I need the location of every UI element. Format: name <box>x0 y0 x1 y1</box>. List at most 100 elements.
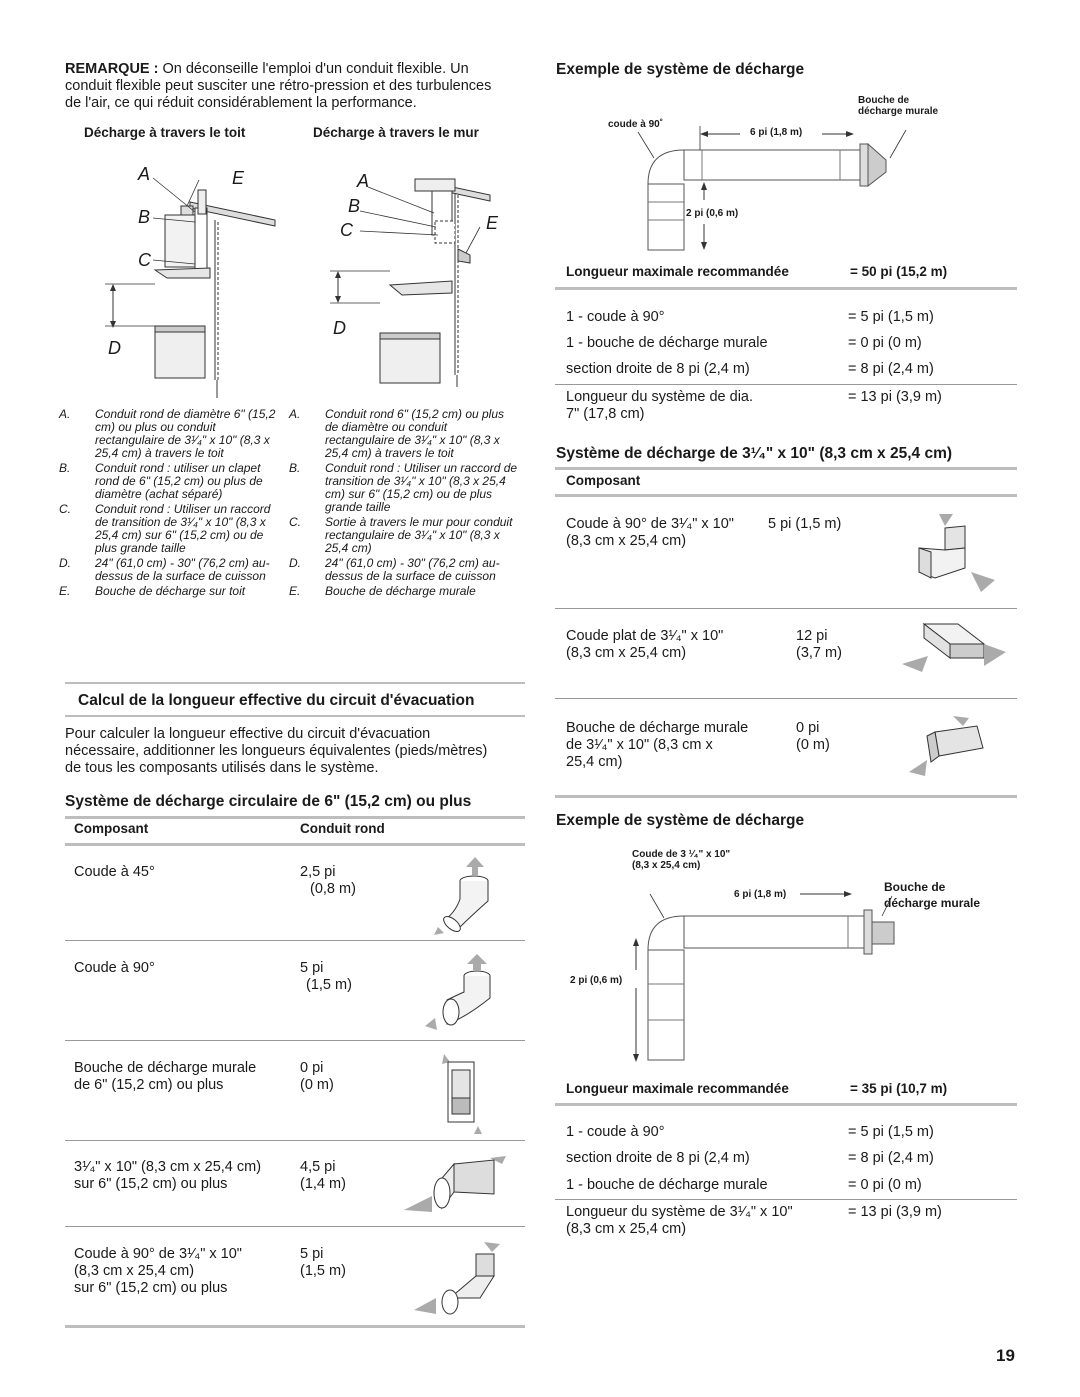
legend-roof-item: E.Bouche de décharge sur toit <box>59 584 246 598</box>
divider <box>555 384 1017 385</box>
ex2-total-value: = 13 pi (3,9 m) <box>848 1204 942 1220</box>
circ-col-conduit: Conduit rond <box>300 821 385 836</box>
circ-row-length: 4,5 pi(1,4 m) <box>300 1159 346 1192</box>
flat-elbow-rect-icon <box>902 622 1006 672</box>
divider <box>65 1040 525 1041</box>
divider <box>555 287 1017 290</box>
legend-roof-item: D.24" (61,0 cm) - 30" (76,2 cm) au-dessu… <box>59 556 270 583</box>
wall-label-b: B <box>348 196 361 216</box>
ex1-total-value: = 13 pi (3,9 m) <box>848 389 942 405</box>
roof-label-b: B <box>138 207 151 227</box>
remark-paragraph: REMARQUE : On déconseille l'emploi d'un … <box>65 61 525 112</box>
legend-wall-item: E.Bouche de décharge murale <box>289 584 476 598</box>
ex2-row-value: = 0 pi (0 m) <box>848 1177 922 1193</box>
divider <box>555 494 1017 497</box>
wall-label-c: C <box>340 220 353 240</box>
elbow-90-rect-icon <box>918 514 995 592</box>
ex2-row-value: = 8 pi (2,4 m) <box>848 1150 934 1166</box>
ex1-row-value: = 0 pi (0 m) <box>848 335 922 351</box>
rect-row-length: 5 pi (1,5 m) <box>768 516 842 532</box>
ex1-max-label: Longueur maximale recommandée <box>566 264 789 279</box>
ex1-total-label: Longueur du système de dia.7" (17,8 cm) <box>566 389 754 422</box>
ex1-duct-diagram <box>637 126 907 251</box>
legend-wall-item: A.Conduit rond 6" (15,2 cm) ou plus de d… <box>289 407 505 460</box>
divider <box>555 795 1017 798</box>
divider <box>555 1199 1017 1200</box>
elbow-90-rect-round-icon <box>414 1242 500 1315</box>
ex1-row-label: 1 - coude à 90° <box>566 309 665 325</box>
roof-vent-diagram <box>105 177 276 398</box>
ex2-max-label: Longueur maximale recommandée <box>566 1081 789 1096</box>
divider <box>65 1140 525 1141</box>
calc-heading: Calcul de la longueur effective du circu… <box>78 692 475 709</box>
ex1-heading: Exemple de système de décharge <box>556 61 805 78</box>
legend-roof-item: B.Conduit rond : utiliser un clapet rond… <box>59 461 263 501</box>
ex1-max-value: = 50 pi (15,2 m) <box>850 264 948 279</box>
ex2-max-value: = 35 pi (10,7 m) <box>850 1081 948 1096</box>
roof-label-a: A <box>138 164 151 184</box>
wall-vent-diagram <box>330 178 491 387</box>
legend-wall-item: B.Conduit rond : Utiliser un raccord de … <box>289 461 518 514</box>
divider <box>65 816 525 819</box>
transition-rect-round-icon <box>404 1156 506 1212</box>
circ-row-component: Coude à 90° <box>74 960 155 976</box>
legend-roof: A.Conduit rond de diamètre 6" (15,2 cm) … <box>59 407 283 600</box>
remark-prefix: REMARQUE : <box>65 61 159 77</box>
circ-col-composant: Composant <box>74 821 149 836</box>
ex1-row-value: = 8 pi (2,4 m) <box>848 361 934 377</box>
rect-row-component: Coude plat de 3¹⁄₄" x 10"(8,3 cm x 25,4 … <box>566 628 724 661</box>
ex1-row-label: section droite de 8 pi (2,4 m) <box>566 361 750 377</box>
ex2-elbow-label: Coude de 3 ¹⁄₄" x 10"(8,3 x 25,4 cm) <box>632 849 731 871</box>
elbow-45-icon <box>434 857 489 935</box>
divider <box>555 608 1017 609</box>
ex1-length6-label: 6 pi (1,8 m) <box>750 127 803 138</box>
wall-cap-rect-icon <box>909 716 984 776</box>
wall-label-d: D <box>333 318 346 338</box>
legend-roof-item: C.Conduit rond : Utiliser un raccord de … <box>59 502 271 555</box>
legend-wall-item: C.Sortie à travers le mur pour conduit r… <box>289 515 513 555</box>
legend-wall-item: D.24" (61,0 cm) - 30" (76,2 cm) au-dessu… <box>289 556 500 583</box>
legend-roof-item: A.Conduit rond de diamètre 6" (15,2 cm) … <box>59 407 276 460</box>
rect-row-length: 12 pi(3,7 m) <box>796 628 842 661</box>
page-number: 19 <box>996 1346 1015 1365</box>
roof-figure-title: Décharge à travers le toit <box>84 125 246 140</box>
remark-line1: On déconseille l'emploi d'un conduit fle… <box>158 61 469 77</box>
ex2-row-label: 1 - bouche de décharge murale <box>566 1177 768 1193</box>
divider <box>65 843 525 846</box>
circ-row-length: 2,5 pi(0,8 m) <box>300 864 356 897</box>
ex2-duct-diagram <box>633 891 895 1062</box>
ex2-row-label: section droite de 8 pi (2,4 m) <box>566 1150 750 1166</box>
divider <box>65 682 525 684</box>
ex2-length6-label: 6 pi (1,8 m) <box>734 889 787 900</box>
calc-paragraph: Pour calculer la longueur effective du c… <box>65 726 488 776</box>
ex1-row-value: = 5 pi (1,5 m) <box>848 309 934 325</box>
divider <box>555 467 1017 470</box>
rect-row-length: 0 pi(0 m) <box>796 720 830 753</box>
roof-label-c: C <box>138 250 151 270</box>
circ-row-length: 5 pi(1,5 m) <box>300 1246 346 1279</box>
circ-row-length: 0 pi(0 m) <box>300 1060 334 1093</box>
divider <box>65 715 525 717</box>
divider <box>555 1103 1017 1106</box>
remark-line2: conduit flexible peut susciter une rétro… <box>65 78 492 94</box>
ex1-length2-label: 2 pi (0,6 m) <box>686 208 739 219</box>
circ-heading: Système de décharge circulaire de 6" (15… <box>65 793 472 810</box>
remark-line3: de l'air, ce qui réduit considérablement… <box>65 95 417 111</box>
circ-row-component: Coude à 90° de 3¹⁄₄" x 10"(8,3 cm x 25,4… <box>74 1246 242 1296</box>
ex2-row-label: 1 - coude à 90° <box>566 1124 665 1140</box>
ex2-heading: Exemple de système de décharge <box>556 812 805 829</box>
roof-label-e: E <box>232 168 245 188</box>
ex1-row-label: 1 - bouche de décharge murale <box>566 335 768 351</box>
legend-wall: A.Conduit rond 6" (15,2 cm) ou plus de d… <box>289 407 519 600</box>
rect-row-component: Coude à 90° de 3¹⁄₄" x 10"(8,3 cm x 25,4… <box>566 516 734 549</box>
divider <box>65 1325 525 1328</box>
rect-heading: Système de décharge de 3¹⁄₄" x 10" (8,3 … <box>556 445 953 462</box>
elbow-90-icon <box>425 954 491 1030</box>
divider <box>65 940 525 941</box>
circ-row-length: 5 pi(1,5 m) <box>300 960 352 993</box>
ex2-row-value: = 5 pi (1,5 m) <box>848 1124 934 1140</box>
